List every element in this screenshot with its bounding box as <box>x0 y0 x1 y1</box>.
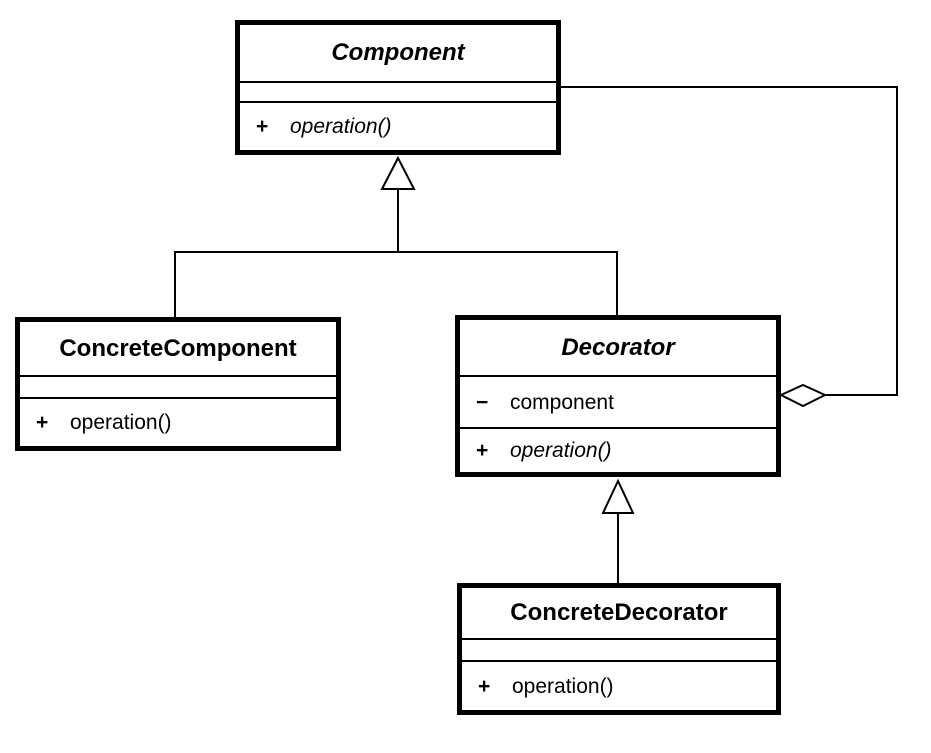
visibility-sign: + <box>256 115 269 138</box>
method-signature: operation() <box>510 439 612 462</box>
methods-section: + operation() <box>462 662 776 710</box>
attributes-section <box>462 640 776 662</box>
method-row: + operation() <box>460 440 776 461</box>
attribute-row: − component <box>460 392 776 413</box>
methods-section: + operation() <box>20 399 336 446</box>
class-box-concrete-decorator: ConcreteDecorator + operation() <box>457 583 781 715</box>
class-title: Component <box>240 25 556 83</box>
attributes-section <box>20 377 336 399</box>
visibility-sign: − <box>476 390 489 414</box>
method-row: + operation() <box>20 412 336 433</box>
method-signature: operation() <box>512 674 614 698</box>
visibility-sign: + <box>36 411 49 434</box>
visibility-sign: + <box>476 439 489 462</box>
generalization-triangle-icon <box>601 478 635 514</box>
generalization-branch-line <box>174 251 618 317</box>
method-row: + operation() <box>462 676 776 697</box>
methods-section: + operation() <box>240 103 556 150</box>
generalization-edges-to-component <box>174 155 618 317</box>
visibility-sign: + <box>478 674 491 698</box>
aggregation-diamond-icon <box>778 383 828 408</box>
class-title: ConcreteComponent <box>20 322 336 377</box>
class-box-decorator: Decorator − component + operation() <box>455 315 781 477</box>
generalization-triangle-icon <box>380 155 416 190</box>
aggregation-edge <box>561 86 898 408</box>
method-signature: operation() <box>70 411 172 434</box>
method-signature: operation() <box>290 115 392 138</box>
aggregation-line <box>561 86 898 396</box>
attribute-name: component <box>510 390 614 414</box>
attributes-section: − component <box>460 377 776 429</box>
class-box-component: Component + operation() <box>235 20 561 155</box>
attributes-section <box>240 83 556 103</box>
generalization-edge-to-decorator <box>601 478 635 583</box>
method-row: + operation() <box>240 116 556 137</box>
methods-section: + operation() <box>460 429 776 472</box>
class-title: Decorator <box>460 320 776 377</box>
class-title: ConcreteDecorator <box>462 588 776 640</box>
class-box-concrete-component: ConcreteComponent + operation() <box>15 317 341 451</box>
